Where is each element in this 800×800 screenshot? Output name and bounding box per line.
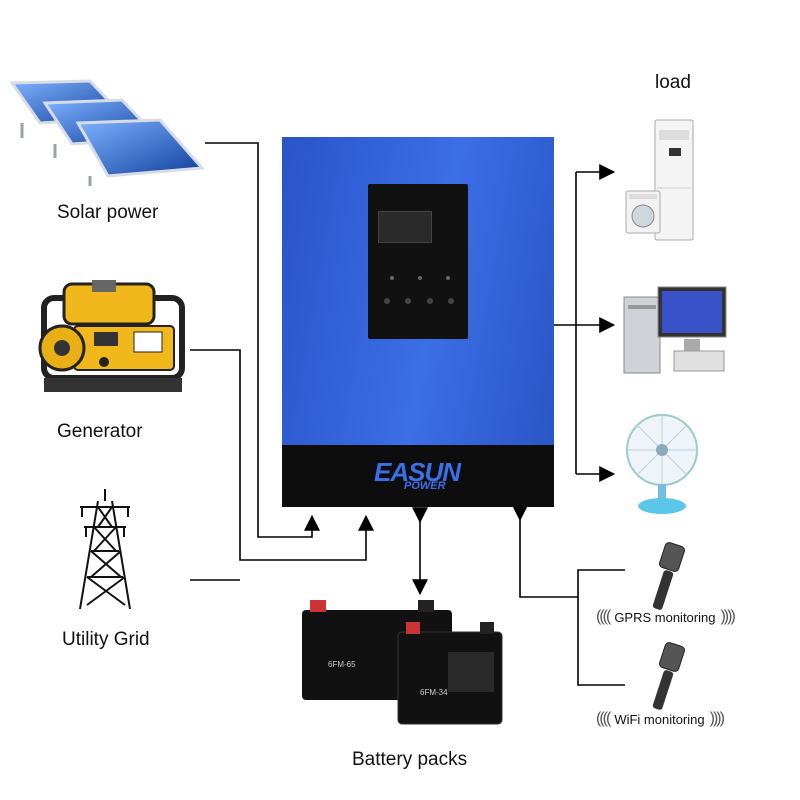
solar-label: Solar power: [57, 202, 159, 223]
generator-wire: [190, 349, 374, 561]
battery-model-large: 6FM-65: [328, 660, 356, 669]
generator-label: Generator: [57, 421, 143, 442]
gprs-label: GPRS monitoring: [614, 609, 716, 625]
grid-label: Utility Grid: [62, 629, 150, 650]
load-title: load: [655, 72, 691, 93]
battery-label: Battery packs: [352, 749, 468, 770]
generator-icon: [38, 280, 185, 392]
brand-logo: EASUN POWER: [374, 457, 461, 492]
power-tower-icon: [79, 489, 131, 610]
wifi-label: WiFi monitoring: [614, 711, 705, 727]
washing-machine-icon: [625, 190, 661, 234]
inverter-base: EASUN POWER: [282, 445, 554, 507]
lcd-screen: [378, 211, 432, 243]
monitoring-dongle-icon: [652, 642, 685, 710]
solar-wire: [205, 142, 320, 538]
signal-right-icon: )))): [709, 710, 725, 727]
brand-subname: POWER: [404, 480, 446, 492]
monitoring-wire: [520, 518, 625, 686]
gprs-monitoring: (((( GPRS monitoring )))): [596, 608, 736, 626]
computer-icon: [623, 286, 727, 374]
monitoring-dongle-icon: [652, 542, 685, 610]
status-leds: [390, 276, 450, 282]
inverter-control-panel: [368, 184, 468, 339]
fan-icon: [626, 414, 698, 514]
signal-right-icon: )))): [720, 608, 735, 625]
inverter-unit: EASUN POWER: [282, 137, 554, 507]
signal-left-icon: ((((: [596, 608, 611, 625]
air-conditioner-icon: [654, 119, 694, 241]
solar-panel-icon: [10, 79, 206, 186]
brand-name: EASUN: [374, 457, 461, 487]
wifi-monitoring: (((( WiFi monitoring )))): [596, 710, 725, 728]
battery-model-small: 6FM-34: [420, 688, 448, 697]
battery-icon: [302, 600, 503, 725]
control-buttons: [384, 298, 454, 306]
signal-left-icon: ((((: [596, 710, 611, 727]
